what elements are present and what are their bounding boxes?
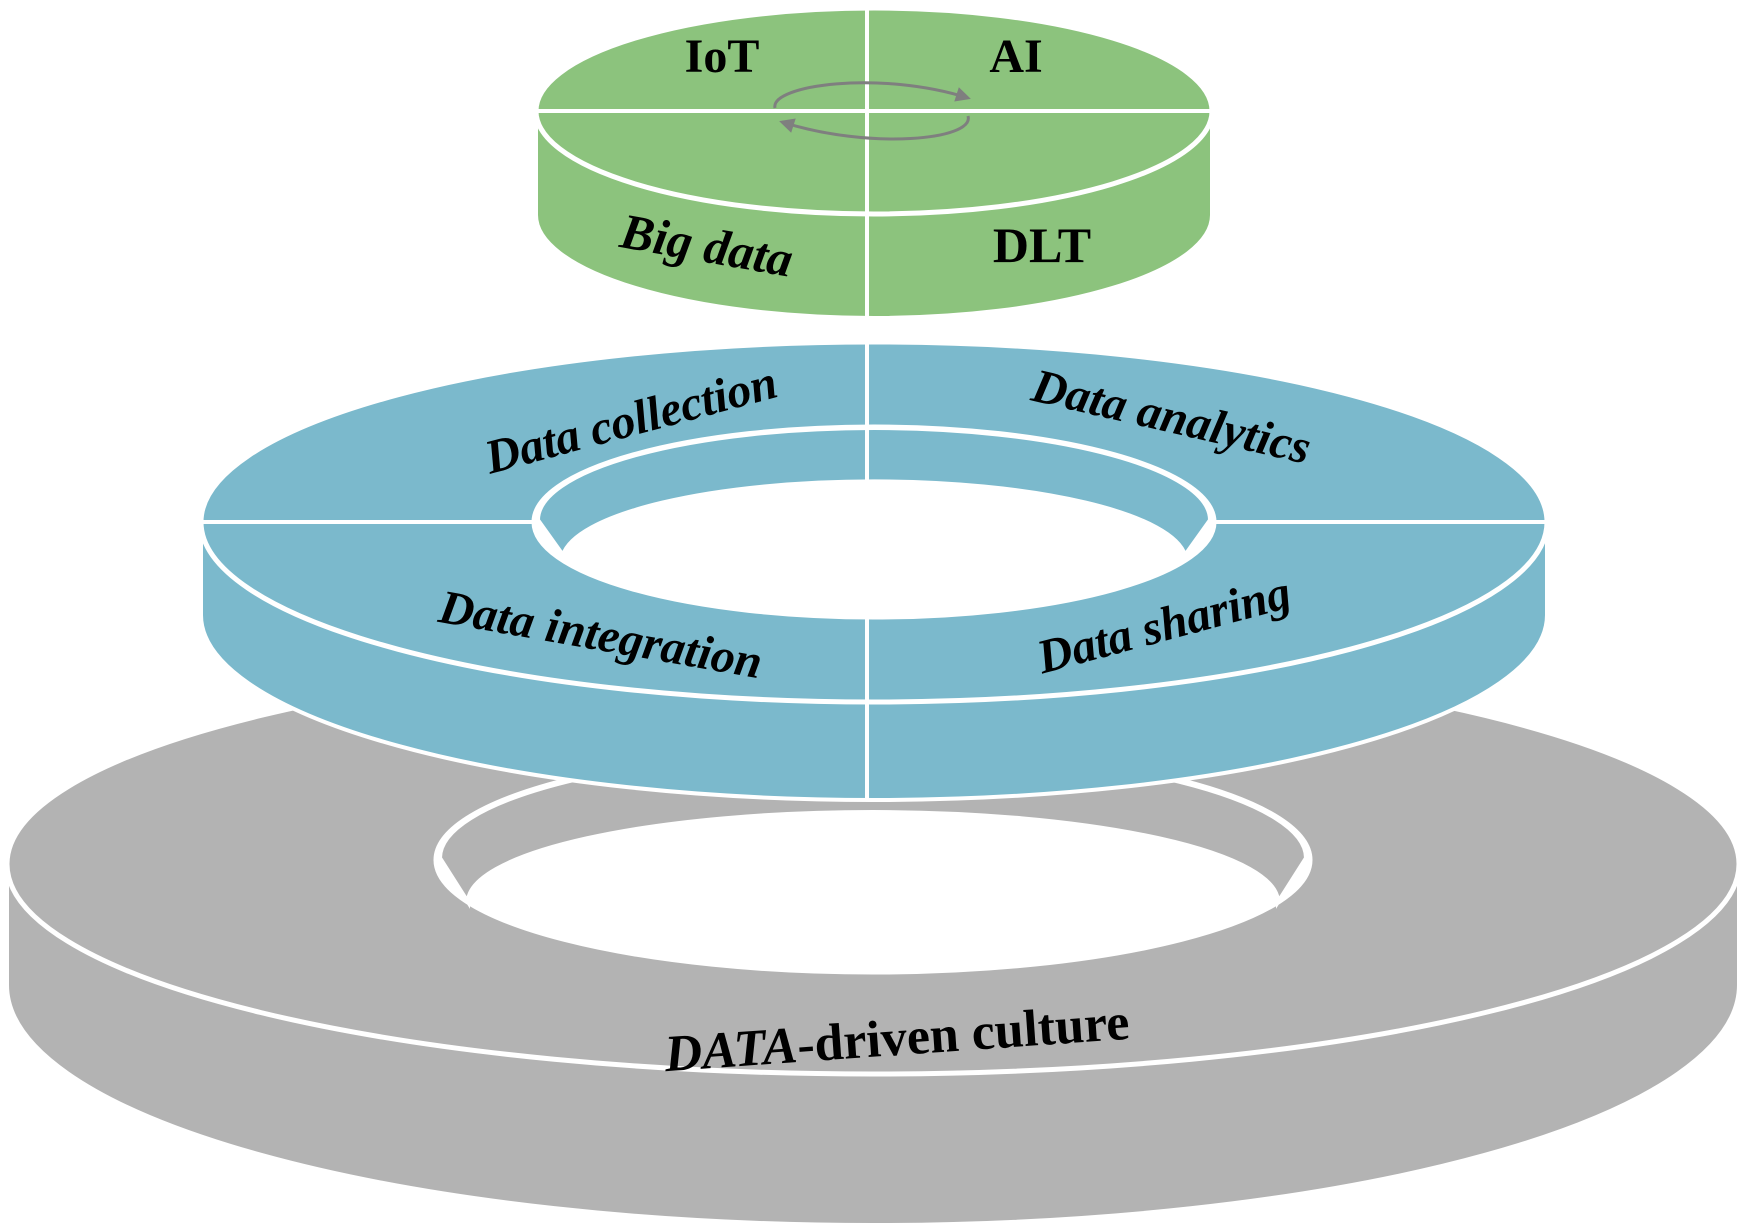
middle-ring-inner-wall — [535, 426, 1213, 560]
label-data-driven-italic: DATA — [662, 1017, 800, 1083]
bottom-tier-ring — [4, 651, 1742, 1225]
label-ai: AI — [989, 30, 1042, 83]
cycle-arrow-left — [779, 115, 970, 141]
label-dlt: DLT — [993, 217, 1091, 273]
middle-tier-ring — [198, 339, 1550, 802]
top-tier-disc — [533, 5, 1215, 320]
cycle-arrow-right — [773, 81, 971, 109]
label-iot: IoT — [685, 30, 760, 83]
